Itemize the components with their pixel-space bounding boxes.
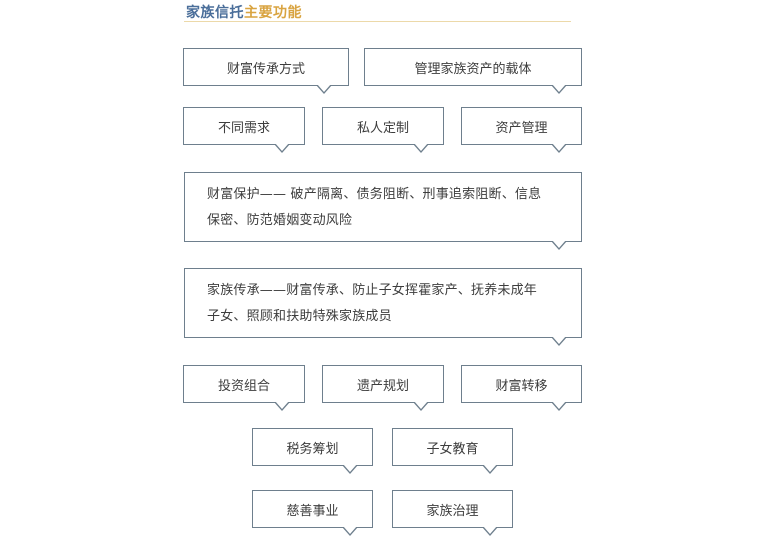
callout-pointer [316, 84, 332, 94]
node-wealth-protection: 财富保护—— 破产隔离、债务阻断、刑事追索阻断、信息 保密、防范婚姻变动风险 [184, 172, 582, 250]
node-estate-planning: 遗产规划 [322, 365, 444, 411]
node-label: 私人定制 [356, 120, 409, 136]
node-asset-carrier: 管理家族资产的载体 [364, 48, 582, 94]
node-label: 管理家族资产的载体 [414, 61, 532, 77]
callout-pointer [482, 464, 498, 474]
callout-pointer [413, 143, 429, 153]
callout-pointer [413, 401, 429, 411]
node-label: 不同需求 [217, 120, 270, 136]
callout-pointer [551, 84, 567, 94]
callout-pointer [551, 401, 567, 411]
callout-pointer [274, 143, 290, 153]
callout-pointer [551, 143, 567, 153]
node-family-inheritance: 家族传承——财富传承、防止子女挥霍家产、抚养未成年 子女、照顾和扶助特殊家族成员 [184, 268, 582, 346]
node-investment-portfolio: 投资组合 [183, 365, 305, 411]
diagram-title: 家族信托主要功能 [186, 2, 302, 22]
node-label: 慈善事业 [286, 503, 339, 519]
node-text-line: 保密、防范婚姻变动风险 [207, 213, 353, 228]
node-wealth-transfer: 财富转移 [461, 365, 582, 411]
node-asset-management: 资产管理 [461, 107, 582, 153]
node-label: 财富传承方式 [226, 61, 305, 77]
callout-pointer [551, 336, 567, 346]
node-tax-planning: 税务筹划 [252, 428, 373, 474]
node-family-governance: 家族治理 [392, 490, 513, 536]
callout-pointer [342, 464, 358, 474]
title-underline [184, 21, 571, 22]
node-wealth-inheritance-method: 财富传承方式 [183, 48, 349, 94]
node-charity: 慈善事业 [252, 490, 373, 536]
title-part-1: 家族信托 [186, 5, 244, 21]
callout-pointer [342, 526, 358, 536]
node-label: 家族治理 [426, 503, 479, 519]
node-different-needs: 不同需求 [183, 107, 305, 153]
node-text-line: 财富保护—— 破产隔离、债务阻断、刑事追索阻断、信息 [207, 187, 542, 202]
title-part-2: 主要功能 [244, 5, 302, 21]
node-label: 子女教育 [426, 441, 479, 457]
node-children-education: 子女教育 [392, 428, 513, 474]
node-label: 遗产规划 [356, 378, 409, 394]
node-text-line: 家族传承——财富传承、防止子女挥霍家产、抚养未成年 [207, 283, 538, 298]
node-label: 资产管理 [495, 120, 548, 136]
node-text-line: 子女、照顾和扶助特殊家族成员 [207, 309, 392, 324]
node-label: 投资组合 [217, 378, 270, 394]
callout-pointer [551, 240, 567, 250]
node-label: 财富转移 [495, 378, 548, 394]
node-private-customization: 私人定制 [322, 107, 444, 153]
node-label: 税务筹划 [286, 441, 339, 457]
callout-pointer [482, 526, 498, 536]
callout-pointer [274, 401, 290, 411]
